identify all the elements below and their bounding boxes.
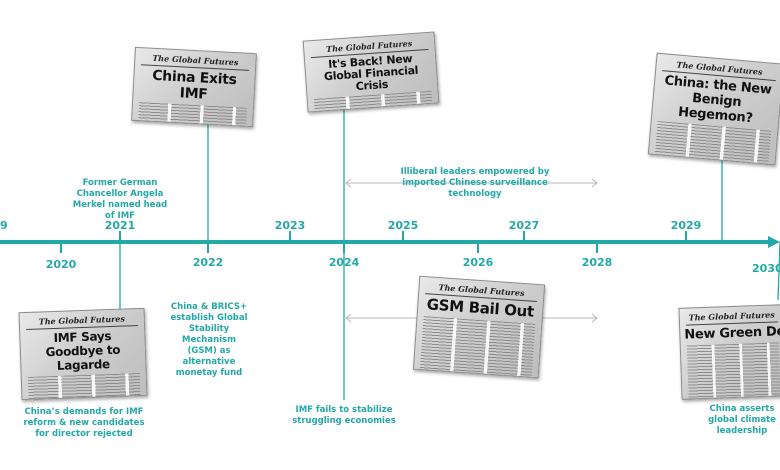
year-label-2025: 2025 [387, 219, 419, 232]
year-label-2022: 2022 [192, 256, 224, 269]
year-label-2024: 2024 [328, 256, 360, 269]
year-label-2027: 2027 [508, 219, 540, 232]
headline-new-green-deal: New Green De [684, 324, 780, 343]
note-china-demands: China’s demands for IMF reform & new can… [23, 407, 145, 439]
headline-goodbye-lagarde: IMF Says Goodbye to Lagarde [45, 329, 121, 373]
note-gsm: China & BRICS+ establish Global Stabilit… [170, 302, 248, 378]
headline-china-exits-imf: China Exits IMF [151, 67, 238, 103]
note-imf-fails: IMF fails to stabilize struggling econom… [292, 405, 396, 426]
year-label-2030: 2030 [752, 262, 780, 275]
year-label-2026: 2026 [462, 256, 494, 269]
newspaper-goodbye-lagarde: The Global Futures IMF Says Goodbye to L… [18, 307, 148, 401]
headline-benign-hegemon: China: the New Benign Hegemon? [663, 73, 773, 127]
note-climate: China asserts global climate leadership [708, 404, 776, 436]
year-label-2029: 2029 [670, 219, 702, 232]
year-label-2028: 2028 [581, 256, 613, 269]
note-illiberal: Illiberal leaders empowered by imported … [400, 167, 550, 199]
year-label-2021: 2021 [104, 219, 136, 232]
year-label-2019: 19 [0, 219, 8, 232]
headline-new-crisis: It's Back! New Global Financial Crisis [323, 52, 419, 94]
year-label-2020: 2020 [45, 258, 77, 271]
axis-arrowhead [768, 236, 780, 248]
newspaper-new-green-deal: The Global Futures New Green De [678, 304, 780, 400]
note-merkel: Former German Chancellor Angela Merkel n… [72, 178, 168, 221]
newspaper-benign-hegemon: The Global Futures China: the New Benign… [647, 52, 780, 166]
newspaper-gsm-bail-out: The Global Futures GSM Bail Out [412, 275, 546, 379]
newspaper-new-crisis: The Global Futures It's Back! New Global… [302, 31, 440, 113]
year-label-2023: 2023 [274, 219, 306, 232]
newspaper-masthead: The Global Futures [688, 309, 775, 323]
newspaper-china-exits-imf: The Global Futures China Exits IMF [131, 46, 257, 128]
